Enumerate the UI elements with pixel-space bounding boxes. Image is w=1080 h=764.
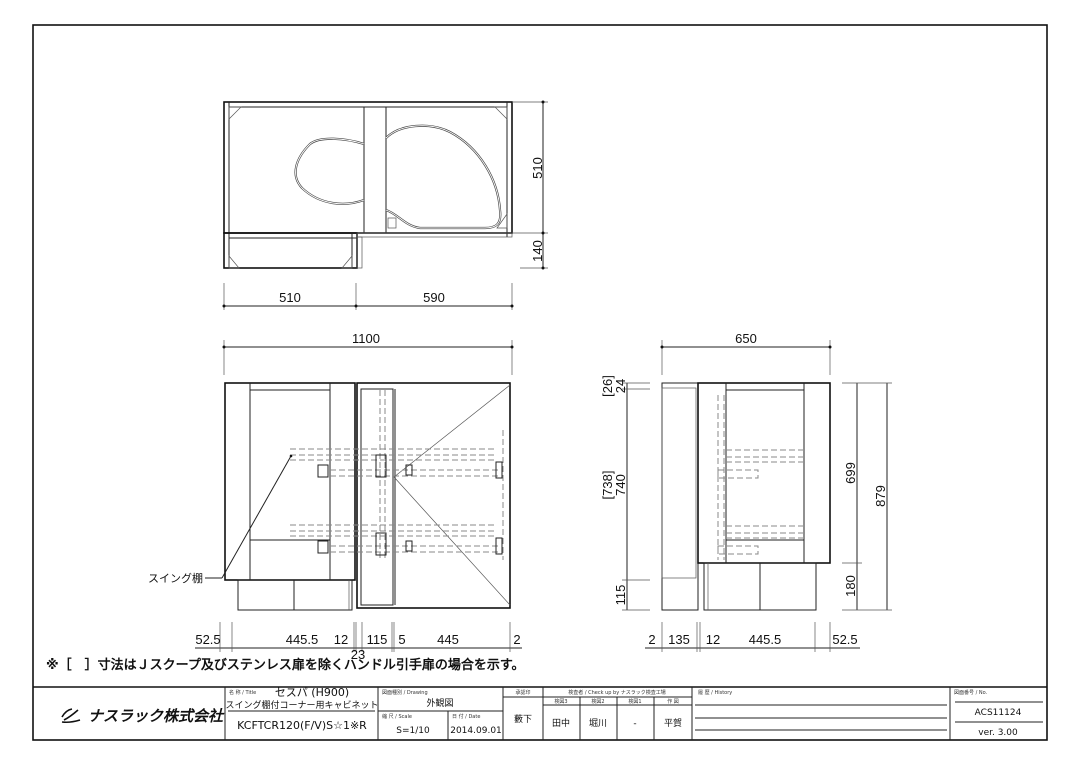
dim-top-depth-extra: 140 — [530, 240, 545, 262]
dim-top-width-right: 590 — [423, 290, 445, 305]
checker-role-2: 検図2 — [591, 698, 604, 705]
dim-side-bottom-1: 2 — [648, 632, 655, 647]
front-view: 1100 スイング棚 — [148, 331, 522, 662]
dim-side-bottom: 115 — [613, 585, 628, 606]
dim-top-depth-main: 510 — [530, 157, 545, 179]
checker-role-1: 検図3 — [554, 698, 567, 705]
scale-value: S=1/10 — [396, 726, 430, 736]
version: ver. 3.00 — [978, 728, 1018, 738]
dim-side-mid-bracket: [738] — [600, 471, 615, 500]
drawing-type: 外観図 — [426, 697, 453, 709]
dim-front-gap: 23 — [351, 647, 365, 662]
dim-side-bottom-5: 52.5 — [832, 632, 857, 647]
product-title: セスパ (H900) — [275, 686, 349, 699]
dim-side-top-bracket: [26] — [600, 375, 615, 397]
history-label: 履 歴 / History — [698, 690, 732, 696]
dim-front-bottom-1: 52.5 — [195, 632, 220, 647]
dimension-note: ※［ ］寸法はＪスクープ及びステンレス扉を除くハンドル引手扉の場合を示す。 — [46, 657, 525, 673]
scale-label: 縮 尺 / Scale — [382, 713, 412, 720]
drawing-number: ACS11124 — [975, 708, 1022, 718]
dim-front-total-width: 1100 — [352, 331, 380, 346]
date-label: 日 付 / Date — [452, 713, 480, 720]
checkup-label: 検査者 / Check up by ナスラック検査工場 — [568, 689, 666, 696]
side-view: 650 [26] 24 [738] 740 115 699 180 — [600, 331, 892, 652]
sheet-border — [32, 24, 1048, 741]
checker-role-3: 検図1 — [628, 698, 641, 705]
checker-name-4: 平賀 — [664, 717, 682, 729]
swing-shelf-callout: スイング棚 — [148, 571, 203, 585]
approval-name: 藪下 — [514, 713, 532, 725]
product-subtitle: スイング棚付コーナー用キャビネット — [225, 699, 378, 711]
company-name: ナスラック株式会社 — [88, 707, 225, 725]
dim-front-bottom-6: 445 — [437, 632, 459, 647]
dim-front-bottom-7: 2 — [513, 632, 520, 647]
dim-front-bottom-5: 5 — [398, 632, 405, 647]
dim-front-bottom-4: 115 — [367, 632, 388, 647]
swan-logo-icon — [61, 708, 81, 724]
checker-name-2: 堀川 — [589, 718, 607, 729]
dim-side-plinth-height: 180 — [843, 575, 858, 597]
dim-side-bottom-3: 12 — [706, 632, 720, 647]
dim-front-bottom-2: 445.5 — [286, 632, 319, 647]
checker-name-3: - — [633, 719, 636, 729]
title-label: 名 称 / Title — [229, 689, 256, 696]
dim-side-top: 24 — [613, 379, 628, 393]
dim-side-bottom-4: 445.5 — [749, 632, 782, 647]
dim-top-width-left: 510 — [279, 290, 301, 305]
dim-side-total-height: 879 — [873, 485, 888, 507]
dim-side-bottom-2: 135 — [668, 632, 690, 647]
approval-label: 承認印 — [515, 689, 530, 696]
checker-role-4: 作 図 — [667, 698, 679, 705]
date-value: 2014.09.01 — [450, 726, 502, 736]
model-number: KCFTCR120(F/V)S☆1※R — [237, 719, 367, 732]
dim-side-mid: 740 — [613, 474, 628, 496]
title-block: ナスラック株式会社 名 称 / Title セスパ (H900) スイング棚付コ… — [33, 686, 1047, 740]
dim-front-bottom-3: 12 — [334, 632, 348, 647]
checker-name-1: 田中 — [552, 717, 570, 729]
dim-side-total-width: 650 — [735, 331, 757, 346]
dim-side-body-height: 699 — [843, 462, 858, 484]
company-logo: ナスラック株式会社 — [61, 707, 225, 725]
drawing-type-label: 図面種別 / Drawing — [382, 689, 428, 696]
top-view: 510 140 510 590 — [222, 100, 548, 310]
drawing-number-label: 図面番号 / No. — [954, 689, 988, 696]
